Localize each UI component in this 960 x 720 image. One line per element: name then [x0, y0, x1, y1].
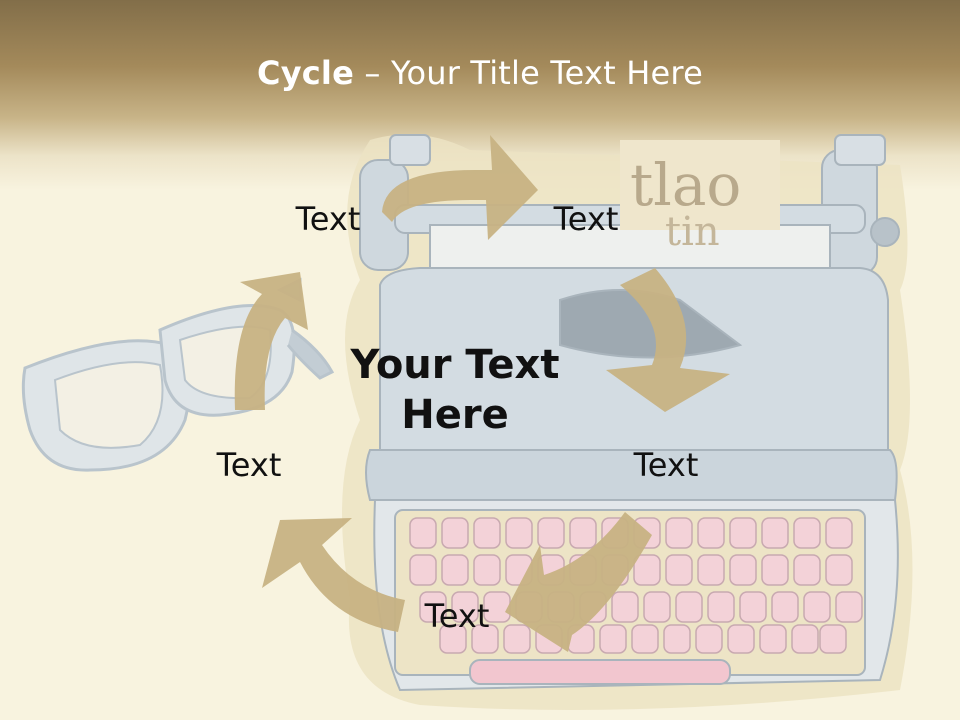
center-text: Your Text Here — [350, 342, 560, 438]
cycle-label-5: Text — [216, 446, 282, 484]
slide-title: Cycle – Your Title Text Here — [0, 54, 960, 92]
cycle-arrow-3 — [505, 512, 652, 652]
svg-text:tlao: tlao — [630, 151, 741, 219]
title-rest: – Your Title Text Here — [354, 54, 703, 92]
svg-text:tin: tin — [665, 209, 720, 255]
cycle-arrow-5 — [234, 272, 308, 410]
cycle-arrow-4 — [262, 518, 405, 632]
cycle-arrow-2 — [606, 268, 730, 412]
cycle-arrow-1 — [382, 135, 538, 240]
cycle-label-1: Text — [295, 200, 361, 238]
title-bold: Cycle — [257, 54, 354, 92]
cycle-label-2: Text — [553, 200, 619, 238]
cycle-label-4: Text — [424, 597, 490, 635]
cycle-label-3: Text — [633, 446, 699, 484]
